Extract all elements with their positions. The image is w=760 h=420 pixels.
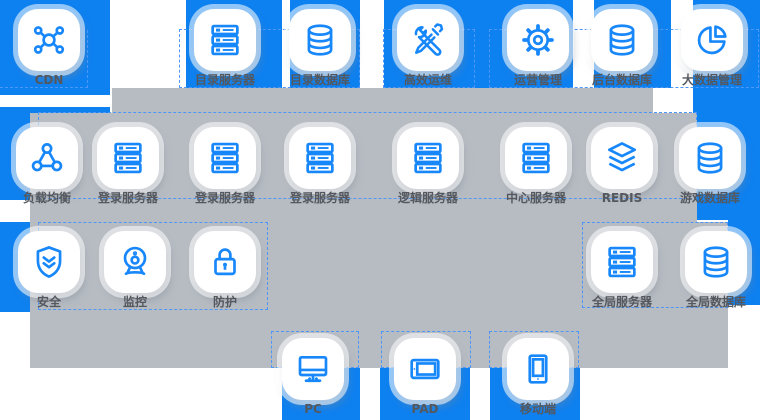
server-icon	[522, 142, 550, 174]
tile-left-row2-top	[0, 107, 110, 113]
node-card	[507, 338, 569, 400]
database-icon	[703, 246, 729, 278]
layers-icon	[607, 142, 637, 172]
server-icon	[306, 142, 334, 174]
node-card	[194, 231, 256, 293]
lock-icon	[214, 248, 236, 276]
node-label: 防护	[212, 295, 237, 309]
node-card	[591, 231, 653, 293]
node-label: PC	[304, 402, 322, 416]
node-card	[97, 127, 159, 189]
node-card	[681, 9, 743, 71]
node-label: 全局数据库	[685, 295, 746, 309]
node-card	[507, 9, 569, 71]
node-card	[289, 127, 351, 189]
node-card	[18, 231, 80, 293]
node-card	[679, 127, 741, 189]
node-label: 移动端	[519, 402, 556, 416]
node-label: 中心服务器	[505, 191, 566, 205]
node-label: 大数据管理	[681, 73, 742, 87]
tools-icon	[414, 23, 444, 56]
group-directory	[179, 29, 360, 88]
group-cdn	[0, 30, 88, 88]
node-label: 登录服务器	[289, 191, 350, 205]
webcam-icon	[123, 246, 147, 276]
node-label: 全局服务器	[591, 295, 652, 309]
node-label: 登录服务器	[194, 191, 255, 205]
node-label: 运营管理	[513, 73, 562, 87]
node-label: 监控	[122, 295, 147, 309]
node-label: 目录数据库	[289, 73, 350, 87]
node-label: 目录服务器	[194, 73, 255, 87]
server-icon	[211, 142, 239, 174]
node-card	[591, 127, 653, 189]
node-card	[685, 231, 747, 293]
node-label: 逻辑服务器	[397, 191, 458, 205]
node-label: PAD	[411, 402, 439, 416]
node-card	[397, 127, 459, 189]
node-card	[397, 9, 459, 71]
load-balancer-icon	[31, 143, 63, 172]
node-label: 后台数据库	[591, 73, 652, 87]
node-card	[394, 338, 456, 400]
server-icon	[608, 246, 636, 278]
node-label: REDIS	[601, 191, 643, 205]
node-label: 安全	[36, 295, 61, 309]
node-card	[194, 127, 256, 189]
node-label: 高效运维	[403, 73, 452, 87]
pie-chart-icon	[697, 25, 727, 55]
node-card	[18, 9, 80, 71]
server-icon	[211, 24, 239, 56]
node-card	[505, 127, 567, 189]
node-label: 负载均衡	[22, 191, 71, 205]
server-icon	[114, 142, 142, 174]
node-label: CDN	[34, 73, 64, 87]
node-card	[289, 9, 351, 71]
cdn-network-icon	[33, 26, 65, 54]
server-icon	[414, 142, 442, 174]
gear-icon	[522, 24, 554, 56]
node-card	[104, 231, 166, 293]
node-label: 游戏数据库	[679, 191, 740, 205]
database-icon	[307, 24, 333, 56]
node-card	[282, 338, 344, 400]
phone-icon	[528, 354, 548, 384]
tablet-icon	[410, 358, 440, 380]
node-card	[194, 9, 256, 71]
database-icon	[697, 142, 723, 174]
shield-icon	[36, 246, 62, 278]
monitor-icon	[298, 355, 328, 383]
node-label: 登录服务器	[97, 191, 158, 205]
panel-top	[112, 88, 653, 113]
database-icon	[609, 24, 635, 56]
node-card	[16, 127, 78, 189]
node-card	[591, 9, 653, 71]
